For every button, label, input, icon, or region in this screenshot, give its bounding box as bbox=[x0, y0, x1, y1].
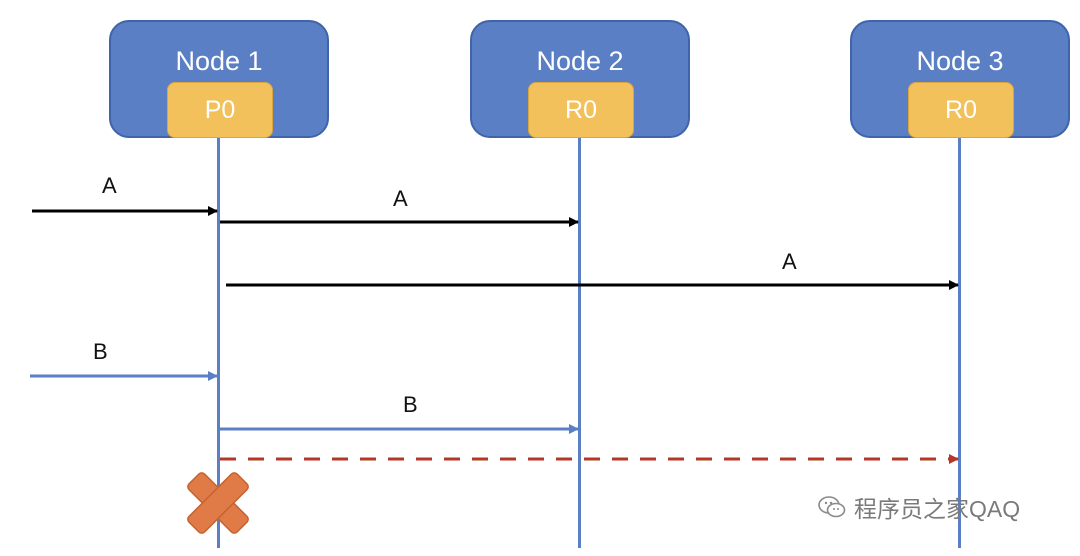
watermark-text: 程序员之家QAQ bbox=[854, 496, 1021, 522]
message-label: B bbox=[93, 339, 108, 364]
node-box-1: Node 1 P0 bbox=[109, 20, 329, 138]
shard-badge: P0 bbox=[167, 82, 273, 138]
message-label: A bbox=[782, 249, 797, 274]
message-label: A bbox=[393, 186, 408, 211]
lifeline-node-2 bbox=[578, 138, 581, 548]
cross-icon bbox=[187, 472, 249, 534]
node-title: Node 2 bbox=[536, 46, 624, 76]
shard-badge: R0 bbox=[908, 82, 1014, 138]
watermark: 程序员之家QAQ bbox=[818, 490, 1020, 524]
node-box-2: Node 2 R0 bbox=[470, 20, 690, 138]
lifeline-node-1 bbox=[217, 138, 220, 548]
wechat-icon bbox=[818, 496, 846, 518]
node-title: Node 3 bbox=[916, 46, 1004, 76]
node-box-3: Node 3 R0 bbox=[850, 20, 1070, 138]
message-label: A bbox=[102, 173, 117, 198]
message-label: B bbox=[403, 392, 418, 417]
lifeline-node-3 bbox=[958, 138, 961, 548]
node-title: Node 1 bbox=[175, 46, 263, 76]
shard-badge: R0 bbox=[528, 82, 634, 138]
